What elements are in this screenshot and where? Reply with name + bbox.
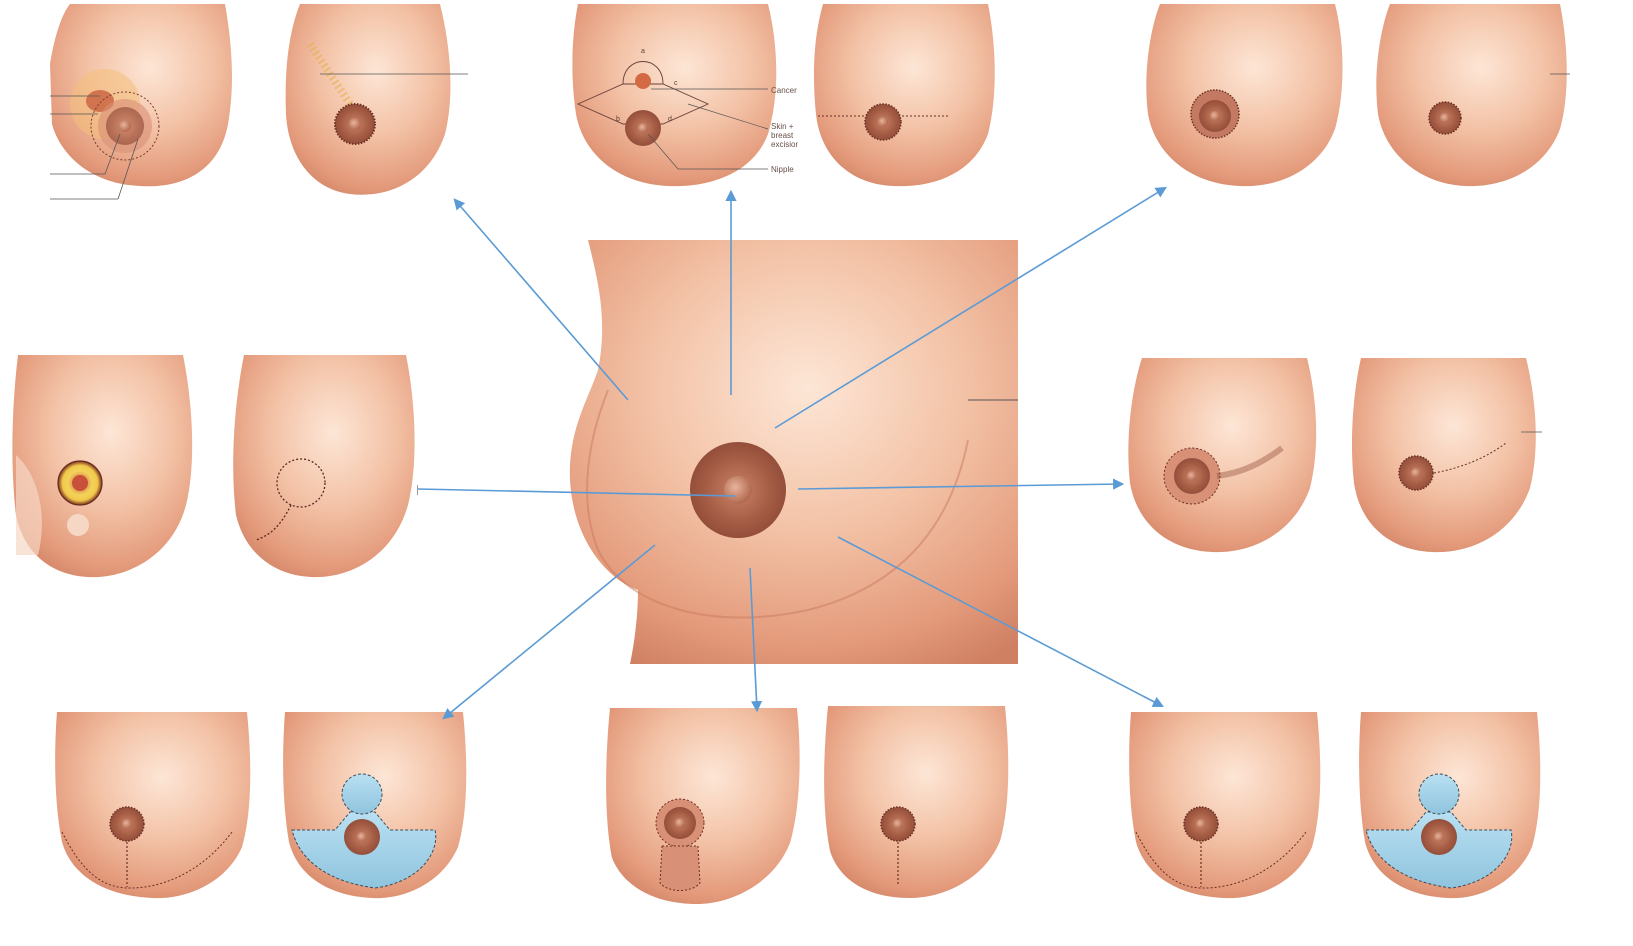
panel-top-left-before	[50, 4, 258, 200]
panel-bottom-right-after	[1356, 712, 1542, 900]
panel-bottom-left-after	[280, 712, 468, 900]
letter-d: d	[668, 116, 672, 123]
label-skin-excision: Skin + breast excision	[771, 122, 798, 149]
panel-center-main	[548, 240, 1018, 664]
letter-b: b	[616, 116, 620, 123]
label-cancer: Cancer	[771, 86, 797, 95]
panel-middle-right-before	[1122, 358, 1322, 554]
panel-bottom-left-before	[52, 712, 252, 900]
panel-bottom-right-before	[1126, 712, 1322, 900]
panel-top-left-after	[280, 4, 468, 200]
panel-top-right-before	[1140, 4, 1350, 188]
panel-middle-left-before	[8, 355, 200, 579]
panel-top-right-after	[1370, 4, 1570, 188]
panel-bottom-center-after	[820, 706, 1010, 900]
letter-c: c	[674, 80, 678, 87]
letter-a: a	[641, 48, 645, 55]
panel-middle-left-after	[226, 355, 418, 579]
panel-top-center-before: Cancer Skin + breast excision Nipple a b…	[568, 4, 798, 188]
label-nipple: Nipple	[771, 165, 794, 174]
panel-top-center-after	[808, 4, 998, 188]
panel-middle-right-after	[1346, 358, 1542, 554]
panel-bottom-center-before	[602, 708, 802, 906]
